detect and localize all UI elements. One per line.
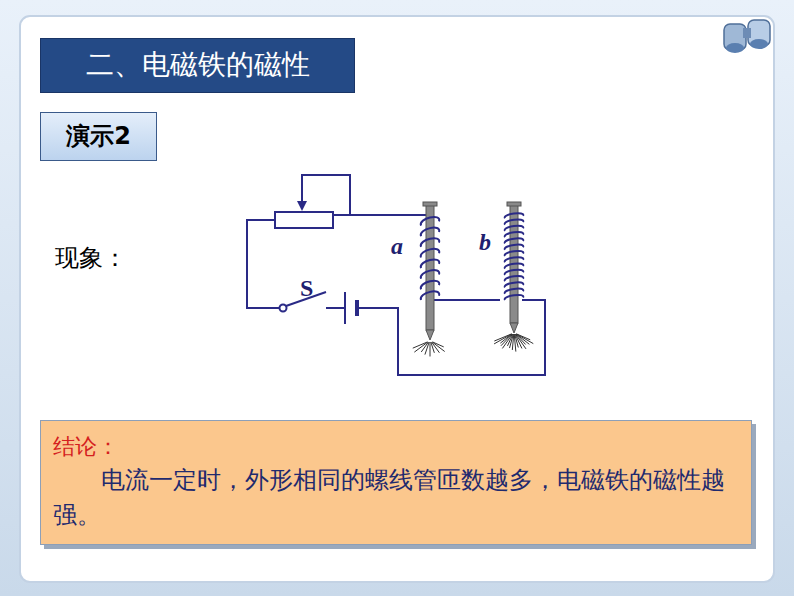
coil-turn: [421, 238, 440, 247]
pin: [514, 334, 516, 352]
conclusion-heading: 结论：: [53, 431, 739, 463]
attracted-pins: [413, 334, 534, 356]
pin: [430, 342, 431, 356]
coil-turn: [421, 281, 440, 290]
coil-turn: [505, 289, 524, 294]
coil-turn: [421, 260, 440, 269]
pin: [413, 342, 428, 348]
slide-panel: [20, 16, 774, 582]
coil-turn: [421, 228, 440, 237]
coil-turn: [505, 213, 524, 218]
battery-plate: [355, 300, 359, 316]
pin: [432, 342, 440, 353]
coil-turn: [505, 219, 524, 224]
conclusion-box: 结论：电流一定时，外形相同的螺线管匝数越多，电磁铁的磁性越强。: [40, 420, 752, 545]
coil-turn: [505, 257, 524, 262]
battery-plate: [344, 292, 346, 324]
coil-label: a: [391, 234, 403, 258]
rheostat: [275, 212, 333, 228]
coil-turn: [421, 217, 440, 226]
coil-turn: [505, 251, 524, 256]
coil-turn: [505, 282, 524, 287]
coil-windings: [421, 213, 524, 300]
coil-turn: [505, 295, 524, 300]
binocular-icon: [724, 20, 770, 53]
coil-turn: [505, 245, 524, 250]
pin: [515, 334, 526, 349]
box-text: 演示2: [66, 119, 131, 154]
coil-turn: [505, 226, 524, 231]
conclusion-body: 电流一定时，外形相同的螺线管匝数越多，电磁铁的磁性越强。: [53, 463, 739, 533]
coil-turn: [505, 270, 524, 275]
coil-turn: [421, 249, 440, 258]
circuit-wires: [247, 175, 545, 375]
phenomenon-label: 现象：: [55, 246, 127, 270]
switch-pivot: [280, 305, 287, 312]
coil-turn: [505, 232, 524, 237]
box-text: 二、电磁铁的磁性: [86, 45, 310, 86]
rheostat-slider: [297, 201, 307, 211]
pin: [494, 334, 511, 341]
coil-turn: [505, 263, 524, 268]
pin: [494, 334, 511, 344]
pin: [515, 334, 522, 348]
switch-label: S: [300, 276, 313, 300]
pin: [516, 334, 529, 344]
demo-tab: 演示2: [40, 112, 157, 161]
coil-turn: [505, 276, 524, 281]
title-band: 二、电磁铁的磁性: [40, 38, 355, 93]
coil-turn: [505, 238, 524, 243]
pin: [431, 342, 435, 353]
coil-turn: [421, 291, 440, 300]
coil-turn: [421, 270, 440, 279]
coil-label: b: [479, 230, 491, 254]
pin: [432, 342, 444, 352]
